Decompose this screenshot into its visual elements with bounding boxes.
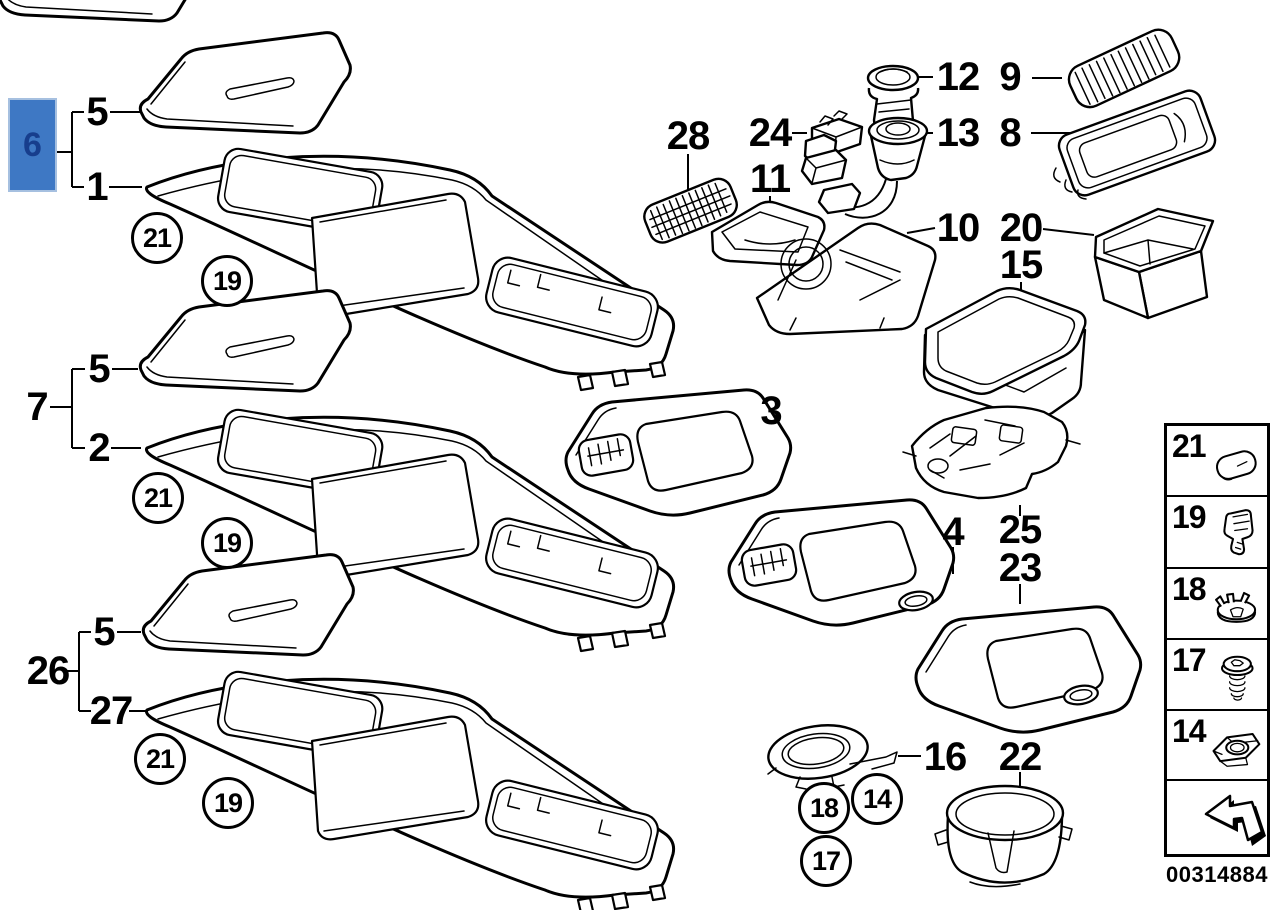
callout-19[interactable]: 19 <box>201 517 253 569</box>
callout-13[interactable]: 13 <box>936 111 980 155</box>
legend-cell-14[interactable]: 14 <box>1167 711 1267 781</box>
legend-cell-17[interactable]: 17 <box>1167 640 1267 711</box>
callout-18[interactable]: 18 <box>798 782 850 834</box>
callout-2[interactable]: 2 <box>88 426 110 470</box>
highlighted-callout-6[interactable]: 6 <box>8 98 57 192</box>
callout-10[interactable]: 10 <box>936 206 980 250</box>
part-5-armrest-lid <box>0 0 187 23</box>
callout-17[interactable]: 17 <box>800 835 852 887</box>
pad-icon <box>1215 450 1257 481</box>
part-8-ashtray <box>1053 89 1217 200</box>
screw-icon <box>1220 655 1254 701</box>
part-28-rubber-mat <box>643 177 738 244</box>
callout-19[interactable]: 19 <box>202 777 254 829</box>
callout-25[interactable]: 25 <box>998 508 1042 552</box>
clip-icon <box>1223 509 1254 556</box>
callout-3[interactable]: 3 <box>760 389 782 433</box>
return-arrow-icon <box>1204 794 1266 846</box>
legend-cell-21[interactable]: 21 <box>1167 426 1267 497</box>
callout-21[interactable]: 21 <box>134 733 186 785</box>
fasteners-legend: 21 19 18 17 <box>1164 423 1270 857</box>
callout-7[interactable]: 7 <box>26 385 48 429</box>
part-9-rubber-mat <box>1067 28 1181 109</box>
part-1-console-trim <box>145 147 676 392</box>
cage-nut-icon <box>1212 732 1261 767</box>
callout-16[interactable]: 16 <box>923 735 967 779</box>
legend-number: 14 <box>1172 713 1207 749</box>
star-washer-icon <box>1215 591 1257 623</box>
callout-9[interactable]: 9 <box>999 55 1021 99</box>
callout-21[interactable]: 21 <box>132 472 184 524</box>
shift-pattern-inlay-3 <box>577 433 635 477</box>
callout-4[interactable]: 4 <box>942 510 964 554</box>
part-13-lighter-socket <box>800 116 929 219</box>
legend-cell-19[interactable]: 19 <box>1167 497 1267 569</box>
callout-19[interactable]: 19 <box>201 255 253 307</box>
callout-5[interactable]: 5 <box>93 610 115 654</box>
part-10-ashtray-assembly <box>755 222 937 336</box>
callout-11[interactable]: 11 <box>749 157 791 201</box>
callout-1[interactable]: 1 <box>86 165 108 209</box>
shift-pattern-inlay-4 <box>740 543 798 587</box>
callout-28[interactable]: 28 <box>666 114 710 158</box>
callout-15[interactable]: 15 <box>999 243 1043 287</box>
image-number: 00314884 <box>1166 862 1268 887</box>
callout-20[interactable]: 20 <box>999 206 1043 250</box>
legend-cell-18[interactable]: 18 <box>1167 569 1267 640</box>
callout-5[interactable]: 5 <box>86 90 108 134</box>
callout-26[interactable]: 26 <box>26 649 70 693</box>
part-23-shifter-trim <box>914 605 1143 734</box>
legend-number: 18 <box>1172 571 1207 607</box>
button-opening-4 <box>898 590 934 612</box>
callout-22[interactable]: 22 <box>998 735 1042 779</box>
part-20-oddments-box <box>1093 207 1215 320</box>
callout-23[interactable]: 23 <box>998 546 1042 590</box>
callout-14[interactable]: 14 <box>851 773 903 825</box>
part-25-carrier-bracket <box>902 405 1081 500</box>
part-3-shifter-trim <box>564 388 793 517</box>
part-16-trim-ring <box>767 724 898 790</box>
callout-8[interactable]: 8 <box>999 111 1021 155</box>
callout-21[interactable]: 21 <box>131 212 183 264</box>
legend-number: 21 <box>1172 428 1207 464</box>
legend-number: 19 <box>1172 499 1207 535</box>
part-15-storage-bin <box>922 287 1087 420</box>
legend-number: 17 <box>1172 642 1207 678</box>
callout-5[interactable]: 5 <box>88 347 110 391</box>
callout-24[interactable]: 24 <box>748 111 792 155</box>
part-22-cupholder-insert <box>934 784 1073 888</box>
callout-12[interactable]: 12 <box>936 55 980 99</box>
callout-27[interactable]: 27 <box>89 689 133 733</box>
return-arrow-cell[interactable] <box>1167 781 1267 854</box>
button-opening-23 <box>1063 684 1099 706</box>
